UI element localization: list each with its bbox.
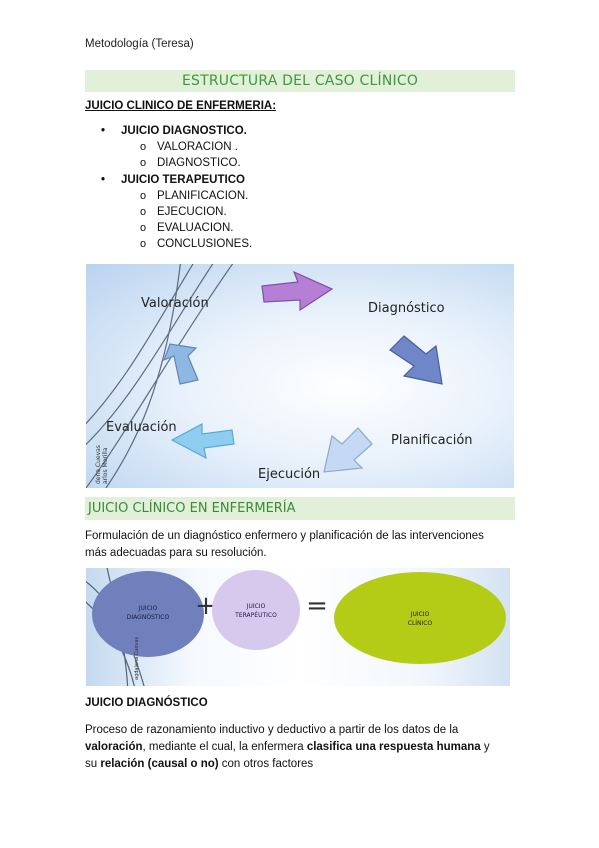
equals-sign: = <box>306 591 328 621</box>
bullet-item: JUICIO TERAPEUTICO <box>101 174 245 186</box>
svg-text:dena Cuevas: dena Cuevas <box>95 445 102 484</box>
svg-text:CLÍNICO: CLÍNICO <box>408 620 433 627</box>
plus-sign: + <box>195 591 217 621</box>
juicio-diagnostico-paragraph: Proceso de razonamiento inductivo y dedu… <box>85 724 490 770</box>
circle-juicio-clinico <box>334 572 506 664</box>
equation-credit: agdalena Cuevas <box>134 636 140 680</box>
cycle-label-diagnostico: Diagnóstico <box>368 301 445 316</box>
svg-text:arlos Morilla: arlos Morilla <box>102 447 109 484</box>
section-title: ESTRUCTURA DEL CASO CLÍNICO <box>181 73 419 89</box>
cycle-svg: Valoración Diagnóstico Planificación Eje… <box>75 258 473 489</box>
cycle-label-ejecucion: Ejecución <box>258 467 320 482</box>
page-header: Metodología (Teresa) <box>85 38 194 50</box>
arrow-blue-dark <box>389 335 443 385</box>
svg-text:DIAGNÓSTICO: DIAGNÓSTICO <box>127 614 170 621</box>
bullet-item: JUICIO DIAGNOSTICO. <box>101 125 247 137</box>
cycle-label-valoracion: Valoración <box>141 296 209 311</box>
arrow-steel <box>162 343 199 385</box>
formulation-paragraph: Formulación de un diagnóstico enfermero … <box>85 530 484 559</box>
cycle-label-evaluacion: Evaluación <box>106 420 177 435</box>
svg-text:agdalena Cuevas: agdalena Cuevas <box>134 636 140 680</box>
juicio-heading: JUICIO CLINICO DE ENFERMERIA: <box>85 100 277 112</box>
juicio-diagnostico-heading: JUICIO DIAGNÓSTICO <box>85 697 208 709</box>
arrow-cyan <box>170 423 235 460</box>
cycle-label-planificacion: Planificación <box>391 433 473 448</box>
cycle-credit: dena Cuevas arlos Morilla <box>95 445 109 484</box>
circle-juicio-diagnostico <box>92 571 204 657</box>
arrow-purple <box>261 270 334 312</box>
section-title-2: JUICIO CLÍNICO EN ENFERMERÍA <box>88 501 296 516</box>
section-title-band: ESTRUCTURA DEL CASO CLÍNICO <box>85 70 515 92</box>
svg-text:JUICIO: JUICIO <box>246 603 266 610</box>
equation-svg: JUICIO DIAGNÓSTICO + JUICIO TERAPÉUTICO … <box>80 562 506 694</box>
svg-text:JUICIO: JUICIO <box>138 605 158 612</box>
arrow-blue-light <box>323 427 373 473</box>
equation-diagram: JUICIO DIAGNÓSTICO + JUICIO TERAPÉUTICO … <box>80 562 510 694</box>
swoosh-decoration <box>75 258 237 489</box>
svg-text:TERAPÉUTICO: TERAPÉUTICO <box>234 611 277 619</box>
section-title-band-2: JUICIO CLÍNICO EN ENFERMERÍA <box>85 497 515 520</box>
circle-juicio-terapeutico <box>212 570 300 650</box>
cycle-diagram: Valoración Diagnóstico Planificación Eje… <box>75 258 514 489</box>
svg-text:JUICIO: JUICIO <box>410 611 430 618</box>
